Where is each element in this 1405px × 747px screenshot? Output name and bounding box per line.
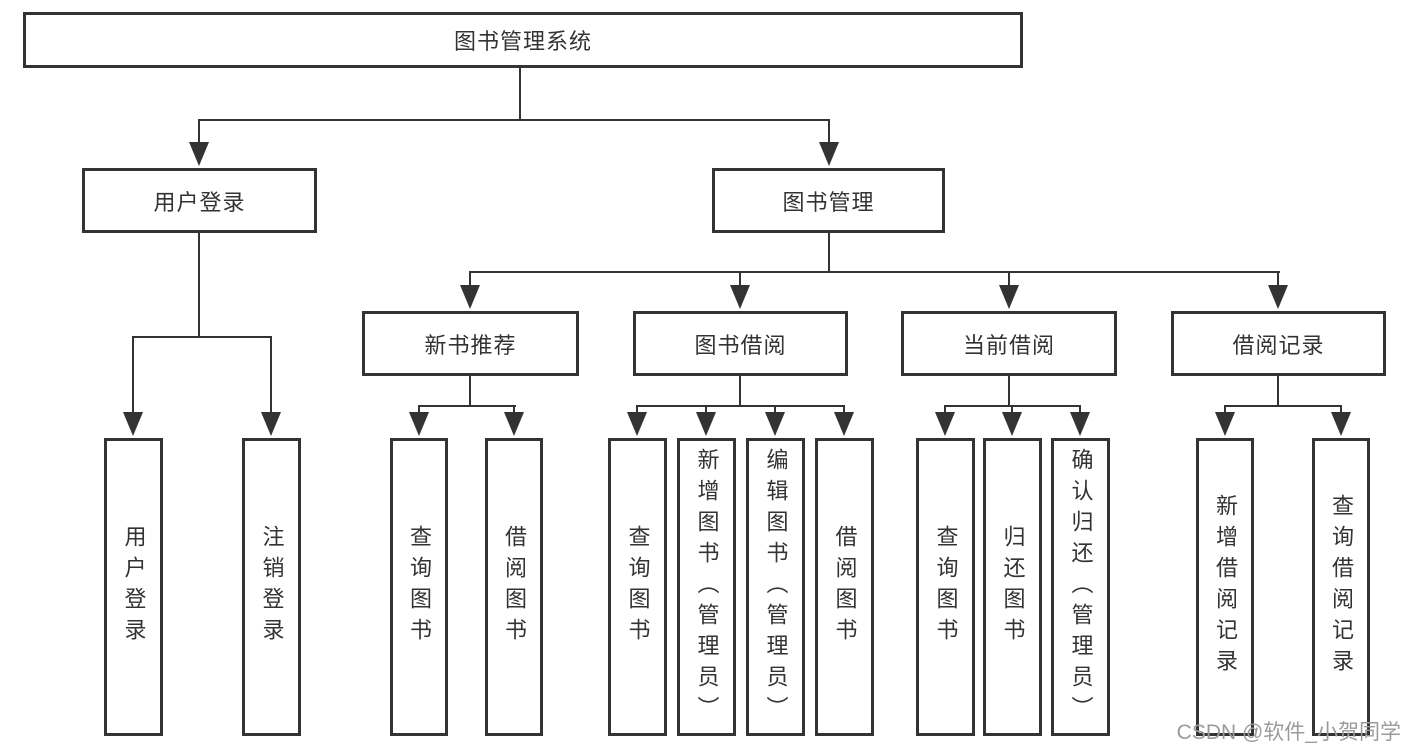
connector-line	[739, 271, 741, 289]
node-current-borrowing: 当前借阅	[901, 311, 1117, 376]
connector-arrow	[460, 285, 480, 309]
connector-line	[270, 336, 272, 416]
node-book-borrowing-label: 图书借阅	[694, 332, 787, 358]
connector-line	[843, 405, 845, 415]
node-current-borrowing-label: 当前借阅	[962, 332, 1055, 358]
leaf-borrow-books-borrowing: 借阅图书	[815, 438, 874, 736]
leaf-query-borrow-record: 查询借阅记录	[1312, 438, 1370, 736]
node-user-login: 用户登录	[82, 168, 317, 233]
connector-line	[198, 119, 200, 147]
connector-arrow	[834, 412, 854, 436]
leaf-add-book-admin: 新增图书（管理员）	[677, 438, 736, 736]
leaf-return-book: 归还图书	[983, 438, 1042, 736]
connector-line	[469, 271, 471, 289]
leaf-borrow-books-recommend: 借阅图书	[485, 438, 543, 736]
connector-line	[944, 405, 946, 415]
leaf-add-borrow-record-label: 新增借阅记录	[1213, 494, 1238, 680]
node-user-login-label: 用户登录	[153, 189, 246, 215]
connector-line	[1079, 405, 1081, 415]
connector-line	[705, 405, 707, 415]
leaf-add-book-admin-label: 新增图书（管理员）	[694, 447, 720, 727]
connector-line	[1224, 405, 1226, 415]
connector-arrow	[730, 285, 750, 309]
connector-line	[418, 405, 420, 415]
leaf-return-book-label: 归还图书	[1000, 525, 1026, 649]
leaf-edit-book-admin: 编辑图书（管理员）	[746, 438, 805, 736]
connector-arrow	[696, 412, 716, 436]
node-library-system-label: 图书管理系统	[453, 29, 592, 54]
node-book-management: 图书管理	[712, 168, 945, 233]
connector-arrow	[1070, 412, 1090, 436]
connector-line	[636, 405, 845, 407]
leaf-query-books-current-label: 查询图书	[933, 525, 959, 649]
connector-arrow	[627, 412, 647, 436]
leaf-user-login: 用户登录	[104, 438, 163, 736]
leaf-confirm-return-admin: 确认归还（管理员）	[1051, 438, 1110, 736]
connector-line	[1340, 405, 1342, 415]
leaf-borrow-books-borrowing-label: 借阅图书	[832, 525, 858, 649]
connector-line	[519, 68, 521, 119]
leaf-edit-book-admin-label: 编辑图书（管理员）	[763, 447, 789, 727]
connector-line	[1224, 405, 1342, 407]
connector-arrow	[999, 285, 1019, 309]
connector-arrow	[765, 412, 785, 436]
connector-line	[774, 405, 776, 415]
connector-line	[828, 119, 830, 147]
connector-arrow	[189, 142, 209, 166]
leaf-borrow-books-recommend-label: 借阅图书	[502, 525, 527, 649]
connector-line	[469, 271, 1280, 273]
connector-arrow	[819, 142, 839, 166]
connector-arrow	[1002, 412, 1022, 436]
connector-line	[198, 119, 830, 121]
connector-arrow	[1215, 412, 1235, 436]
connector-line	[739, 376, 741, 407]
leaf-query-books-borrowing-label: 查询图书	[625, 525, 651, 649]
connector-arrow	[261, 412, 281, 436]
connector-line	[1008, 271, 1010, 289]
connector-line	[1277, 376, 1279, 407]
node-new-book-recommend-label: 新书推荐	[424, 332, 517, 358]
leaf-user-login-label: 用户登录	[121, 525, 147, 649]
node-borrowing-records: 借阅记录	[1171, 311, 1386, 376]
node-borrowing-records-label: 借阅记录	[1232, 332, 1325, 358]
leaf-confirm-return-admin-label: 确认归还（管理员）	[1068, 447, 1094, 727]
connector-arrow	[935, 412, 955, 436]
node-book-borrowing: 图书借阅	[633, 311, 848, 376]
leaf-query-books-recommend: 查询图书	[390, 438, 448, 736]
leaf-logout: 注销登录	[242, 438, 301, 736]
connector-line	[469, 376, 471, 407]
leaf-add-borrow-record: 新增借阅记录	[1196, 438, 1254, 736]
connector-arrow	[504, 412, 524, 436]
connector-line	[1277, 271, 1279, 289]
node-book-management-label: 图书管理	[782, 189, 875, 215]
connector-line	[1011, 405, 1013, 415]
node-new-book-recommend: 新书推荐	[362, 311, 579, 376]
connector-line	[828, 233, 830, 273]
watermark: CSDN @软件_小贺同学	[1176, 721, 1401, 744]
connector-arrow	[123, 412, 143, 436]
connector-line	[636, 405, 638, 415]
connector-line	[1008, 376, 1010, 407]
connector-line	[513, 405, 515, 415]
connector-arrow	[409, 412, 429, 436]
connector-line	[132, 336, 272, 338]
leaf-query-books-current: 查询图书	[916, 438, 975, 736]
connector-arrow	[1331, 412, 1351, 436]
connector-line	[132, 336, 134, 416]
leaf-query-books-borrowing: 查询图书	[608, 438, 667, 736]
node-library-system: 图书管理系统	[23, 12, 1023, 68]
connector-line	[198, 233, 200, 338]
leaf-query-borrow-record-label: 查询借阅记录	[1329, 494, 1354, 680]
connector-arrow	[1268, 285, 1288, 309]
connector-line	[418, 405, 516, 407]
leaf-query-books-recommend-label: 查询图书	[407, 525, 432, 649]
leaf-logout-label: 注销登录	[259, 525, 285, 649]
